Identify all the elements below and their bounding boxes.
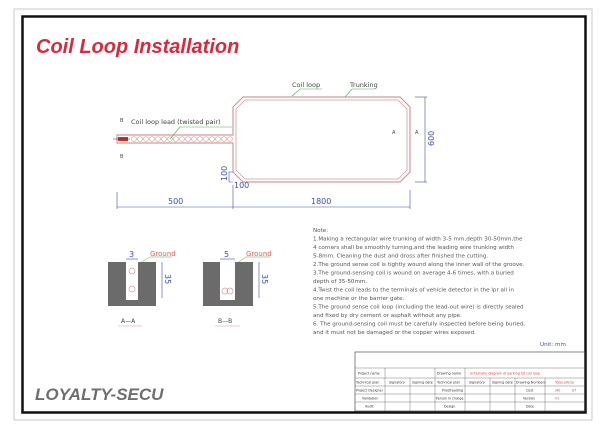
tb-cell: Technical plan xyxy=(355,381,379,385)
tb-cell: Signing date xyxy=(492,381,513,385)
tb-cell: Signatory xyxy=(469,381,485,385)
tb-cell: Drawing Numbers xyxy=(516,381,546,385)
dim-width: 600 xyxy=(427,131,436,146)
section-a-a: 3 Ground 35 A—A xyxy=(108,250,176,327)
tb-cell: Validation xyxy=(362,397,378,401)
tb-cell: Design xyxy=(444,405,455,409)
dimension-lines xyxy=(116,96,427,209)
page-title: Coil Loop Installation xyxy=(36,36,239,58)
note-line: 6. The ground-sensing coil must be caref… xyxy=(313,322,525,328)
note-line: 1.Making a rectangular wire trunking of … xyxy=(313,237,523,243)
tb-cell: Proofreading xyxy=(442,389,463,393)
section-a-width: 3 xyxy=(129,250,134,259)
tb-cell: 07 xyxy=(572,389,576,393)
note-line: and fixed by dry cement or asphalt witho… xyxy=(313,313,462,319)
note-line: 5-8mm. Cleaning the dust and dross after… xyxy=(313,254,488,260)
section-a-left: A xyxy=(392,130,396,136)
twisted-pair-lead xyxy=(131,136,233,142)
section-b-depth: 35 xyxy=(260,274,269,284)
dim-loop: 1800 xyxy=(311,197,331,206)
section-a-right: A xyxy=(415,130,419,136)
tb-project-name: Project name xyxy=(358,372,380,376)
lead-label: Coil loop lead (twisted pair) xyxy=(131,118,221,126)
drawing-frame xyxy=(21,15,587,414)
tb-cell: Person in charge xyxy=(436,397,464,401)
lead-leader xyxy=(169,126,232,140)
brand-watermark: LOYALTY-SECU xyxy=(35,385,164,404)
tb-cell: Signatory xyxy=(389,381,405,385)
section-a-depth: 35 xyxy=(163,274,172,284)
note-line: depth of 35-50mm. xyxy=(313,279,367,285)
tb-cell: V1 xyxy=(555,397,559,401)
notes: Note: 1.Making a rectangular wire trunki… xyxy=(313,228,566,348)
dim-corner-h: 100 xyxy=(234,181,249,190)
tb-cell: Technical plan xyxy=(436,381,460,385)
coil-loop-label: Coil loop xyxy=(292,81,320,89)
section-a-label: A—A xyxy=(121,318,136,325)
tb-drawing-name-value: Schematic diagram of parking lot coil lo… xyxy=(470,372,540,376)
note-line: one machine or the barrier gate. xyxy=(313,296,405,302)
unit-label: Unit: mm xyxy=(540,342,566,348)
section-a-ground: Ground xyxy=(150,250,176,258)
note-line: 2.The ground sense coil is tightly wound… xyxy=(313,262,525,268)
note-line: 4 corners shall be smoothly turning,and … xyxy=(313,245,514,251)
section-b-ground: Ground xyxy=(246,250,272,258)
tb-drawing-name: Drawing name xyxy=(437,372,461,376)
notes-heading: Note: xyxy=(313,228,328,234)
note-line: and it must not be damaged or the copper… xyxy=(313,330,476,336)
tb-cell: Total article xyxy=(554,381,574,385)
trunking-label: Trunking xyxy=(349,81,378,89)
coil-loop xyxy=(235,99,408,180)
outer-border xyxy=(13,8,593,421)
dim-lead: 500 xyxy=(168,197,183,206)
title-block: Project name Drawing name Schematic diag… xyxy=(354,351,586,412)
section-b-b: 5 Ground 35 B—B xyxy=(203,250,272,327)
tb-cell: Project Designer xyxy=(356,389,384,393)
tb-cell: Cost xyxy=(526,389,534,393)
tb-cell: Signing date xyxy=(412,381,433,385)
trunking-outline xyxy=(116,96,411,183)
section-b-top: B xyxy=(120,118,124,124)
note-line: 3.The ground-sensing coil is wound on av… xyxy=(313,271,514,277)
section-b-width: 5 xyxy=(224,250,229,259)
coil-loop-leader xyxy=(291,88,322,97)
tb-cell: Date xyxy=(526,405,534,409)
dim-corner-v: 100 xyxy=(220,166,229,181)
section-b-bottom: B xyxy=(120,154,124,160)
note-line: 5.The ground sense coil loop (including … xyxy=(313,305,524,311)
section-b-label: B—B xyxy=(218,318,232,325)
tb-cell: /40 xyxy=(555,389,560,393)
trunking-leader xyxy=(344,88,375,98)
tb-cell: Audit xyxy=(365,405,374,409)
tb-cell: Version xyxy=(523,397,535,401)
note-line: 4.Twist the coil leads to the terminals … xyxy=(313,288,514,294)
plan-view: Coil loop Trunking Coil loop lead (twist… xyxy=(113,81,436,209)
